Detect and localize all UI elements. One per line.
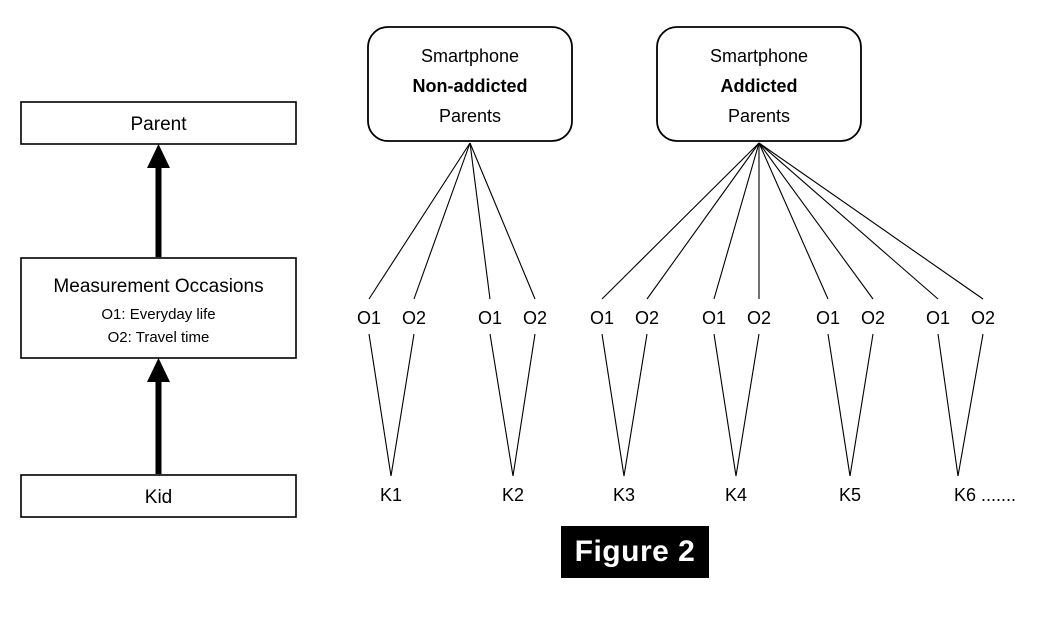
occasion-label: O2 bbox=[971, 308, 995, 328]
occasion-kid-line bbox=[623, 333, 648, 477]
kid-label: K4 bbox=[725, 485, 747, 505]
measurement-occasion-o2: O2: Travel time bbox=[108, 329, 210, 346]
addicted-line-1: Smartphone bbox=[710, 46, 808, 66]
left-panel: Parent Measurement Occasions O1: Everyda… bbox=[20, 101, 297, 518]
measurement-occasions-box-rect bbox=[20, 257, 297, 359]
measurement-occasion-o1: O1: Everyday life bbox=[101, 306, 215, 323]
non-addicted-line-1: Smartphone bbox=[421, 46, 519, 66]
kid-label: K5 bbox=[839, 485, 861, 505]
occasion-kid-line bbox=[957, 333, 984, 477]
occasion-label: O2 bbox=[861, 308, 885, 328]
group-occasion-line bbox=[758, 142, 939, 300]
kid-box-rect bbox=[20, 474, 297, 518]
occasion-kid-line bbox=[735, 333, 760, 477]
parent-box-label: Parent bbox=[131, 114, 188, 135]
occasion-kid-line bbox=[713, 333, 737, 477]
addicted-group-to-occasion-lines bbox=[601, 142, 984, 300]
non-addicted-line-2: Non-addicted bbox=[413, 76, 528, 96]
kid-box-label: Kid bbox=[145, 487, 172, 508]
group-occasion-line bbox=[758, 142, 874, 300]
occasion-label: O1 bbox=[926, 308, 950, 328]
parent-box-rect bbox=[20, 101, 297, 145]
occasion-label: O1 bbox=[702, 308, 726, 328]
group-occasion-line bbox=[758, 142, 984, 300]
group-occasion-line bbox=[601, 142, 760, 300]
kid-to-measurement-arrow bbox=[147, 358, 170, 474]
occasion-kid-line bbox=[512, 333, 536, 477]
non-addicted-parents-group: Smartphone Non-addicted Parents bbox=[367, 26, 573, 142]
occasion-kid-line bbox=[937, 333, 959, 477]
measurement-occasions-box: Measurement Occasions O1: Everyday life … bbox=[20, 257, 297, 359]
group-occasion-line bbox=[413, 142, 471, 300]
group-occasion-line bbox=[646, 142, 760, 300]
occasion-label: O1 bbox=[590, 308, 614, 328]
occasion-label: O1 bbox=[357, 308, 381, 328]
kid-label: K1 bbox=[380, 485, 402, 505]
occasion-label: O2 bbox=[402, 308, 426, 328]
figure-caption-text: Figure 2 bbox=[574, 535, 696, 568]
occasion-label: O2 bbox=[635, 308, 659, 328]
right-panel: Smartphone Non-addicted Parents Smartpho… bbox=[357, 26, 1016, 505]
measurement-to-parent-arrow bbox=[147, 144, 170, 257]
measurement-to-parent-arrow-head bbox=[147, 144, 170, 168]
occasion-label: O2 bbox=[747, 308, 771, 328]
kid-box: Kid bbox=[20, 474, 297, 518]
non-addicted-group-to-occasion-lines bbox=[368, 142, 536, 300]
group-occasion-line bbox=[368, 142, 471, 300]
occasion-label: O2 bbox=[523, 308, 547, 328]
non-addicted-parents-box-rect bbox=[367, 26, 573, 142]
kid-label: K3 bbox=[613, 485, 635, 505]
addicted-line-3: Parents bbox=[728, 106, 790, 126]
kid-label: K2 bbox=[502, 485, 524, 505]
occasion-kid-line bbox=[827, 333, 851, 477]
kid-to-measurement-arrow-head bbox=[147, 358, 170, 382]
group-occasion-line bbox=[713, 142, 760, 300]
occasion-kid-line bbox=[849, 333, 874, 477]
occasion-kid-line bbox=[489, 333, 514, 477]
kid-label: K6 ....... bbox=[954, 485, 1016, 505]
occasion-label: O1 bbox=[816, 308, 840, 328]
parent-box: Parent bbox=[20, 101, 297, 145]
non-addicted-line-3: Parents bbox=[439, 106, 501, 126]
addicted-parents-group: Smartphone Addicted Parents bbox=[656, 26, 862, 142]
group-occasion-line bbox=[469, 142, 491, 300]
occasion-to-kid-lines bbox=[368, 333, 984, 477]
group-occasion-line bbox=[469, 142, 536, 300]
occasion-labels: O1 O2 O1 O2 O1 O2 O1 O2 O1 O2 O1 O2 bbox=[357, 308, 995, 328]
occasion-kid-line bbox=[601, 333, 625, 477]
figure-caption-badge: Figure 2 bbox=[561, 526, 709, 578]
group-occasion-line bbox=[758, 142, 829, 300]
measurement-occasions-title: Measurement Occasions bbox=[53, 276, 263, 297]
addicted-line-2: Addicted bbox=[720, 76, 797, 96]
occasion-kid-line bbox=[368, 333, 392, 477]
occasion-kid-line bbox=[390, 333, 415, 477]
kid-labels: K1 K2 K3 K4 K5 K6 ....... bbox=[380, 485, 1016, 505]
occasion-label: O1 bbox=[478, 308, 502, 328]
addicted-parents-box-rect bbox=[656, 26, 862, 142]
